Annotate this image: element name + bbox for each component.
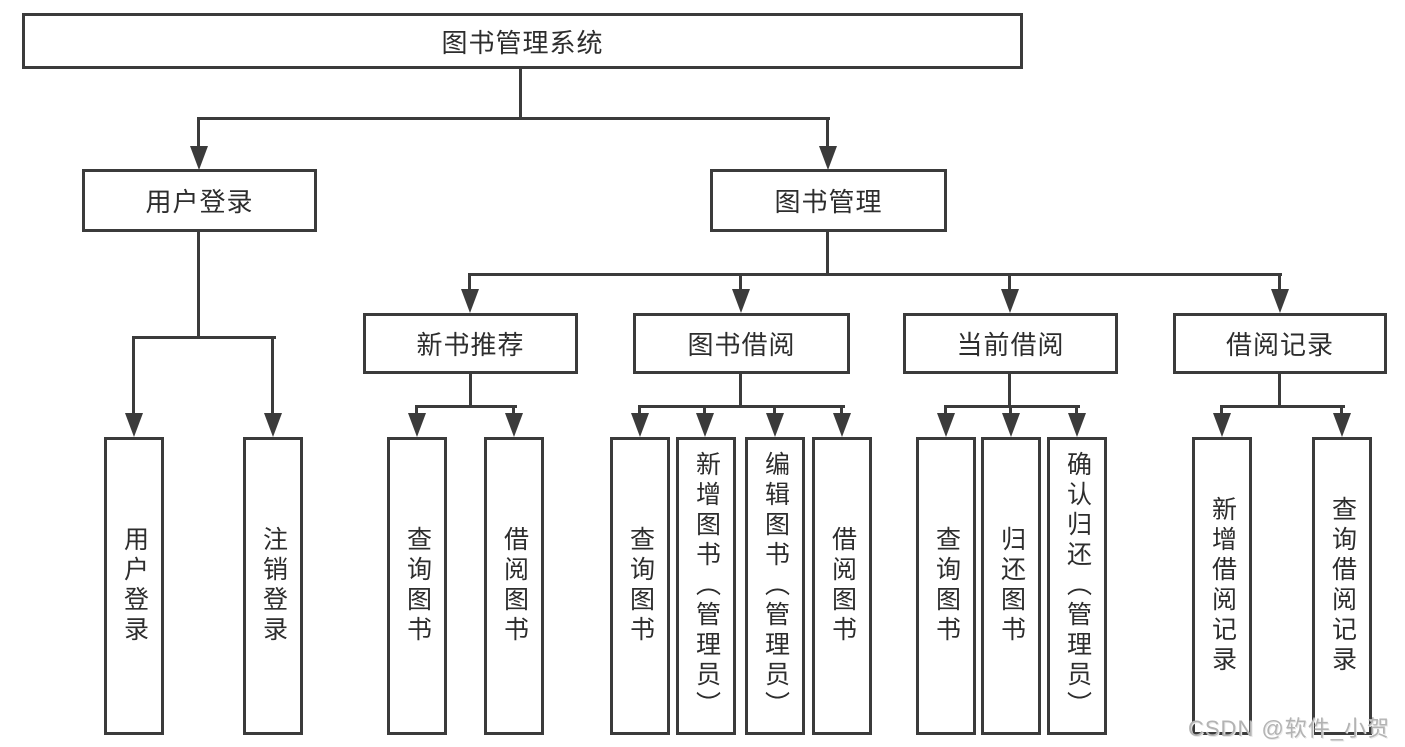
arrow-down-icon [461, 289, 479, 313]
node-label: 图书管理系统 [441, 27, 604, 58]
connector-line [519, 69, 522, 117]
connector-line [638, 405, 641, 415]
connector-line [1278, 374, 1281, 406]
arrow-down-icon [264, 413, 282, 437]
node-book-borrowing: 图书借阅 [633, 313, 850, 374]
connector-line [197, 117, 830, 120]
node-label: 用户登录 [145, 187, 254, 217]
node-label: 图书借阅 [687, 330, 796, 360]
arrow-down-icon [833, 413, 851, 437]
connector-line [468, 273, 471, 289]
arrow-down-icon [1002, 413, 1020, 437]
arrow-down-icon [631, 413, 649, 437]
connector-line [415, 405, 517, 408]
node-label: 借阅记录 [1225, 330, 1334, 360]
connector-line [739, 374, 742, 406]
connector-line [826, 117, 829, 147]
connector-line [703, 405, 706, 415]
connector-line [1278, 273, 1281, 289]
node-new-book-recommendation: 新书推荐 [363, 313, 578, 374]
connector-line [132, 336, 135, 414]
connector-line [1220, 405, 1223, 415]
leaf-label: 用户登录 [120, 526, 149, 646]
connector-line [1008, 273, 1011, 289]
leaf-add-borrow-record: 新增借阅记录 [1192, 437, 1252, 735]
leaf-query-books-current: 查询图书 [916, 437, 976, 735]
connector-line [271, 336, 274, 414]
connector-line [1220, 405, 1345, 408]
leaf-confirm-return-admin: 确认归还（管理员） [1047, 437, 1107, 735]
connector-line [1075, 405, 1078, 415]
arrow-down-icon [1333, 413, 1351, 437]
connector-line [773, 405, 776, 415]
connector-line [1008, 374, 1011, 406]
connector-line [826, 232, 829, 273]
leaf-label: 查询图书 [626, 526, 655, 646]
arrow-down-icon [1271, 289, 1289, 313]
connector-line [944, 405, 947, 415]
connector-line [132, 336, 276, 339]
leaf-label: 注销登录 [259, 526, 288, 646]
leaf-add-book-admin: 新增图书（管理员） [676, 437, 736, 735]
leaf-label: 查询借阅记录 [1328, 496, 1357, 676]
leaf-query-borrow-record: 查询借阅记录 [1312, 437, 1372, 735]
node-book-management-branch: 图书管理 [710, 169, 947, 232]
connector-line [944, 405, 1080, 408]
node-borrowing-records: 借阅记录 [1173, 313, 1387, 374]
node-label: 新书推荐 [416, 330, 525, 360]
connector-line [739, 273, 742, 289]
arrow-down-icon [190, 146, 208, 170]
leaf-query-books-borrow: 查询图书 [610, 437, 670, 735]
connector-line [638, 405, 845, 408]
node-current-borrowing: 当前借阅 [903, 313, 1118, 374]
arrow-down-icon [125, 413, 143, 437]
leaf-query-books-recommend: 查询图书 [387, 437, 447, 735]
node-label: 当前借阅 [956, 330, 1065, 360]
arrow-down-icon [766, 413, 784, 437]
leaf-logout: 注销登录 [243, 437, 303, 735]
arrow-down-icon [1068, 413, 1086, 437]
connector-line [840, 405, 843, 415]
arrow-down-icon [1213, 413, 1231, 437]
leaf-label: 确认归还（管理员） [1063, 451, 1092, 721]
connector-line [512, 405, 515, 415]
node-label: 图书管理 [774, 187, 883, 217]
connector-line [415, 405, 418, 415]
leaf-label: 查询图书 [932, 526, 961, 646]
leaf-label: 编辑图书（管理员） [761, 451, 790, 721]
arrow-down-icon [1001, 289, 1019, 313]
arrow-down-icon [819, 146, 837, 170]
connector-line [197, 117, 200, 147]
node-library-management-system: 图书管理系统 [22, 13, 1023, 69]
watermark: CSDN @软件_小贺同学 [1188, 716, 1391, 741]
arrow-down-icon [408, 413, 426, 437]
arrow-down-icon [696, 413, 714, 437]
node-user-login-branch: 用户登录 [82, 169, 317, 232]
connector-line [197, 232, 200, 336]
leaf-return-books: 归还图书 [981, 437, 1041, 735]
leaf-label: 查询图书 [403, 526, 432, 646]
leaf-edit-book-admin: 编辑图书（管理员） [745, 437, 805, 735]
arrow-down-icon [505, 413, 523, 437]
connector-line [1340, 405, 1343, 415]
arrow-down-icon [732, 289, 750, 313]
connector-line [469, 374, 472, 406]
connector-line [468, 273, 1282, 276]
leaf-label: 借阅图书 [500, 526, 529, 646]
leaf-borrow-books-recommend: 借阅图书 [484, 437, 544, 735]
leaf-user-login: 用户登录 [104, 437, 164, 735]
leaf-label: 归还图书 [997, 526, 1026, 646]
leaf-borrow-books-borrow: 借阅图书 [812, 437, 872, 735]
connector-line [1009, 405, 1012, 415]
leaf-label: 借阅图书 [828, 526, 857, 646]
arrow-down-icon [937, 413, 955, 437]
leaf-label: 新增图书（管理员） [692, 451, 721, 721]
leaf-label: 新增借阅记录 [1208, 496, 1237, 676]
